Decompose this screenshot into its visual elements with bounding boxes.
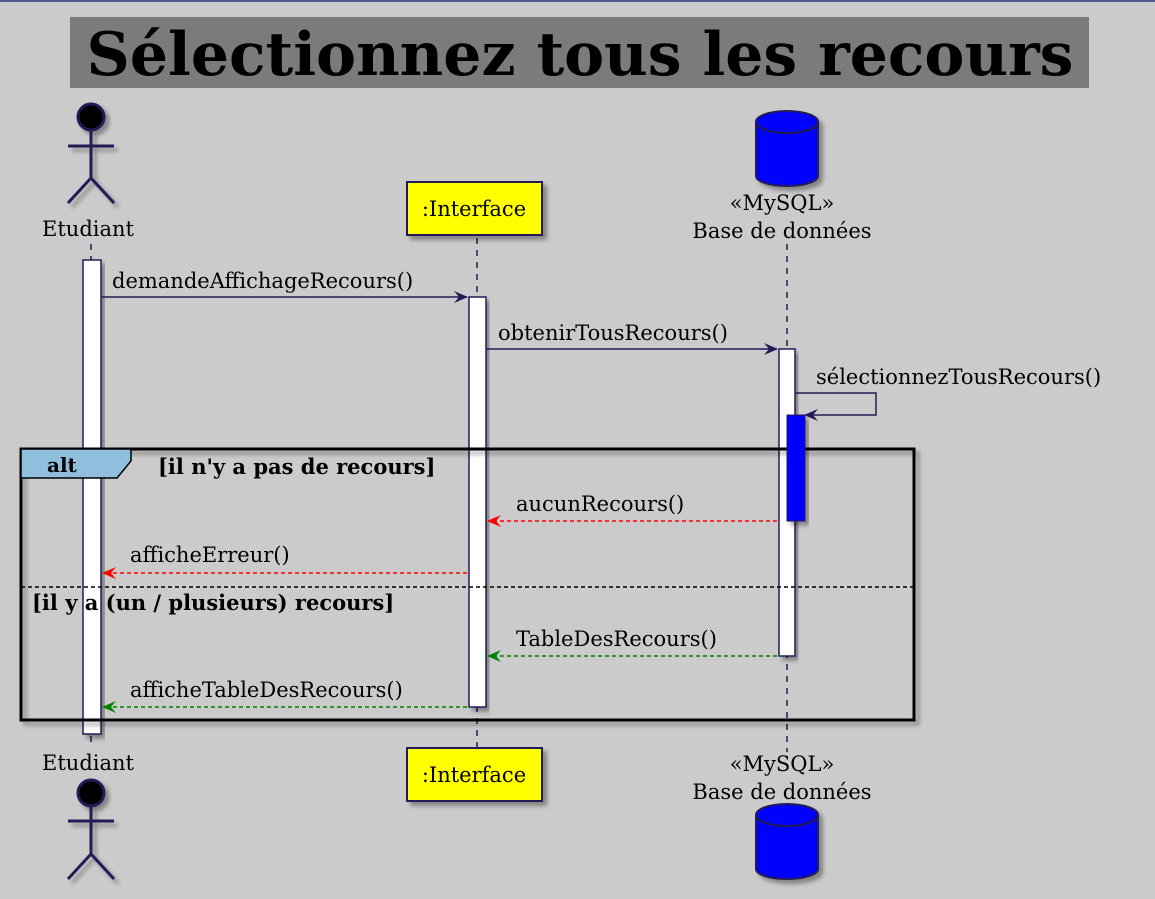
title-background xyxy=(70,17,1089,88)
actor-bottom xyxy=(66,778,116,881)
interface-box-top: :Interface xyxy=(406,181,543,236)
database-cylinder-icon xyxy=(755,122,819,187)
database-bottom-label: Base de données xyxy=(692,780,871,804)
alt-guard-no-recours: [il n'y a pas de recours] xyxy=(158,454,435,479)
alt-fragment: alt [il n'y a pas de recours] [il y a (u… xyxy=(19,447,916,722)
interface-top-label: :Interface xyxy=(422,197,526,221)
activation-actor xyxy=(82,259,102,735)
database-top-stereotype: «MySQL» xyxy=(730,191,835,215)
message-aucun-recours: aucunRecours() xyxy=(516,492,684,516)
message-affiche-table: afficheTableDesRecours() xyxy=(130,678,403,702)
actor-head-icon xyxy=(76,102,106,132)
interface-bottom-label: :Interface xyxy=(422,763,526,787)
database-bottom xyxy=(755,803,819,880)
interface-box-bottom: :Interface xyxy=(406,747,543,802)
database-bottom-stereotype: «MySQL» xyxy=(730,752,835,776)
actor-top xyxy=(66,102,116,205)
message-obtenir-tous: obtenirTousRecours() xyxy=(498,321,728,345)
message-selectionnez-tous: sélectionnezTousRecours() xyxy=(816,365,1101,389)
message-table-des-recours: TableDesRecours() xyxy=(516,627,717,651)
actor-top-label: Etudiant xyxy=(42,217,134,241)
database-top xyxy=(755,110,819,187)
alt-label: alt xyxy=(47,453,78,477)
actor-bottom-label: Etudiant xyxy=(42,751,134,775)
actor-bottom-head-icon xyxy=(76,778,106,808)
activation-interface xyxy=(468,296,487,708)
database-bottom-cylinder-icon xyxy=(755,815,819,880)
alt-tab xyxy=(20,448,132,479)
top-border xyxy=(0,0,1155,2)
activation-database-nested xyxy=(786,414,806,522)
arrow-m3-self xyxy=(795,392,877,421)
database-top-label: Base de données xyxy=(692,219,871,243)
alt-guard-has-recours: [il y a (un / plusieurs) recours] xyxy=(32,590,394,615)
diagram-title: Sélectionnez tous les recours xyxy=(87,20,1074,90)
title-banner: Sélectionnez tous les recours xyxy=(70,17,1089,90)
message-affiche-erreur: afficheErreur() xyxy=(130,543,290,567)
message-demande-affichage: demandeAffichageRecours() xyxy=(112,269,413,293)
